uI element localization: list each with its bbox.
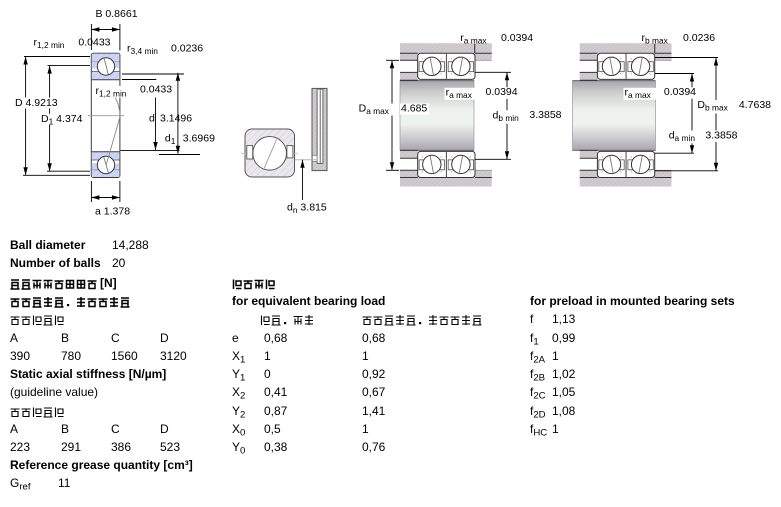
svg-text:D1​ 4.374: D1​ 4.374 <box>41 113 83 127</box>
svg-text:1,41: 1,41 <box>362 404 386 418</box>
svg-text:X2​: X2​ <box>232 385 245 402</box>
svg-text:4.685: 4.685 <box>401 103 427 115</box>
svg-text:ra max​: ra max​ <box>460 32 487 46</box>
svg-text:20: 20 <box>112 256 126 270</box>
svg-text:4.7638: 4.7638 <box>739 99 771 111</box>
svg-text:11: 11 <box>58 476 71 490</box>
svg-text:A: A <box>10 331 18 345</box>
svg-text:0.0433: 0.0433 <box>78 36 110 48</box>
svg-text:0,38: 0,38 <box>264 440 288 454</box>
svg-text:db min​: db min​ <box>493 110 520 124</box>
svg-text:B: B <box>61 331 69 345</box>
svg-text:Db max​: Db max​ <box>697 99 728 113</box>
svg-text:Y1​: Y1​ <box>232 367 245 384</box>
svg-text:3.1496: 3.1496 <box>160 113 192 125</box>
svg-text:rb max​: rb max​ <box>642 32 669 46</box>
svg-text:for preload in mounted bearing: for preload in mounted bearing sets <box>530 294 735 308</box>
svg-text:D 4.9213: D 4.9213 <box>15 97 58 109</box>
svg-text:Y0​: Y0​ <box>232 440 245 457</box>
svg-text:f2B​: f2B​ <box>530 367 545 384</box>
svg-text:e: e <box>232 331 239 345</box>
svg-text:X0​: X0​ <box>232 422 245 439</box>
svg-text:f2A​: f2A​ <box>530 349 546 366</box>
svg-text:B 0.8661: B 0.8661 <box>96 8 138 20</box>
svg-text:386: 386 <box>111 440 131 454</box>
svg-text:D: D <box>160 422 169 436</box>
svg-text:(guideline value): (guideline value) <box>10 385 98 399</box>
svg-text:1,05: 1,05 <box>552 385 576 399</box>
svg-text:Static axial stiffness [N/µm]: Static axial stiffness [N/µm] <box>10 367 166 381</box>
svg-text:f2C​: f2C​ <box>530 385 546 402</box>
svg-text:dn​ 3.815: dn​ 3.815 <box>287 201 327 215</box>
svg-text:1,02: 1,02 <box>552 367 576 381</box>
svg-text:B: B <box>61 422 69 436</box>
svg-text:1: 1 <box>552 349 559 363</box>
svg-text:f: f <box>530 312 534 326</box>
svg-text:3.6969: 3.6969 <box>183 132 215 144</box>
svg-text:0.0236: 0.0236 <box>683 32 715 44</box>
svg-text:d: d <box>149 113 155 125</box>
svg-text:Ball diameter: Ball diameter <box>10 238 86 252</box>
svg-text:291: 291 <box>61 440 81 454</box>
svg-text:r1,2 min​: r1,2 min​ <box>34 36 65 50</box>
svg-text:for equivalent bearing load: for equivalent bearing load <box>232 294 385 308</box>
svg-text:Y2​: Y2​ <box>232 404 245 421</box>
svg-text:0,99: 0,99 <box>552 331 576 345</box>
svg-text:0.0394: 0.0394 <box>501 32 533 44</box>
svg-text:0.0394: 0.0394 <box>664 86 696 98</box>
svg-text:A: A <box>10 422 18 436</box>
svg-text:C: C <box>111 422 120 436</box>
svg-text:223: 223 <box>10 440 30 454</box>
svg-text:1,08: 1,08 <box>552 404 576 418</box>
svg-text:780: 780 <box>61 349 81 363</box>
svg-text:0,5: 0,5 <box>264 422 281 436</box>
svg-text:D: D <box>160 331 169 345</box>
svg-text:0,92: 0,92 <box>362 367 386 381</box>
svg-text:0.0236: 0.0236 <box>171 42 203 54</box>
svg-text:1: 1 <box>264 349 271 363</box>
svg-text:d1​: d1​ <box>165 132 176 146</box>
svg-text:3.3858: 3.3858 <box>705 129 737 141</box>
svg-text:0,87: 0,87 <box>264 404 288 418</box>
svg-text:0,76: 0,76 <box>362 440 386 454</box>
svg-text:f2D​: f2D​ <box>530 404 546 421</box>
svg-text:0,67: 0,67 <box>362 385 386 399</box>
svg-text:ra max​: ra max​ <box>446 87 473 101</box>
svg-text:a 1.378: a 1.378 <box>95 206 130 218</box>
svg-text:C: C <box>111 331 120 345</box>
svg-text:3120: 3120 <box>160 349 187 363</box>
svg-text:Number of balls: Number of balls <box>10 256 101 270</box>
svg-text:ra max​: ra max​ <box>625 87 652 101</box>
svg-text:1: 1 <box>362 349 369 363</box>
svg-text:1: 1 <box>552 422 559 436</box>
svg-text:14,288: 14,288 <box>112 238 149 252</box>
svg-text:[N]: [N] <box>100 276 117 290</box>
svg-text:r3,4 min​: r3,4 min​ <box>127 43 158 57</box>
svg-text:0,41: 0,41 <box>264 385 288 399</box>
svg-text:1560: 1560 <box>111 349 138 363</box>
svg-text:0: 0 <box>264 367 271 381</box>
svg-text:Da max​: Da max​ <box>359 103 390 117</box>
svg-text:3.3858: 3.3858 <box>529 109 561 121</box>
svg-text:0,68: 0,68 <box>264 331 288 345</box>
svg-text:fHC​: fHC​ <box>530 422 547 439</box>
svg-text:0.0394: 0.0394 <box>486 86 518 98</box>
svg-text:1: 1 <box>362 422 369 436</box>
svg-text:Reference grease quantity [cm³: Reference grease quantity [cm³] <box>10 458 193 472</box>
svg-text:f1​: f1​ <box>530 331 539 348</box>
svg-text:523: 523 <box>160 440 180 454</box>
svg-text:r1,2 min​: r1,2 min​ <box>96 85 127 99</box>
svg-text:X1​: X1​ <box>232 349 245 366</box>
svg-text:1,13: 1,13 <box>552 312 576 326</box>
svg-text:390: 390 <box>10 349 30 363</box>
svg-text:0,68: 0,68 <box>362 331 386 345</box>
svg-text:da min​: da min​ <box>669 130 696 144</box>
svg-text:Gref​: Gref​ <box>10 476 31 493</box>
svg-text:0.0433: 0.0433 <box>140 84 172 96</box>
